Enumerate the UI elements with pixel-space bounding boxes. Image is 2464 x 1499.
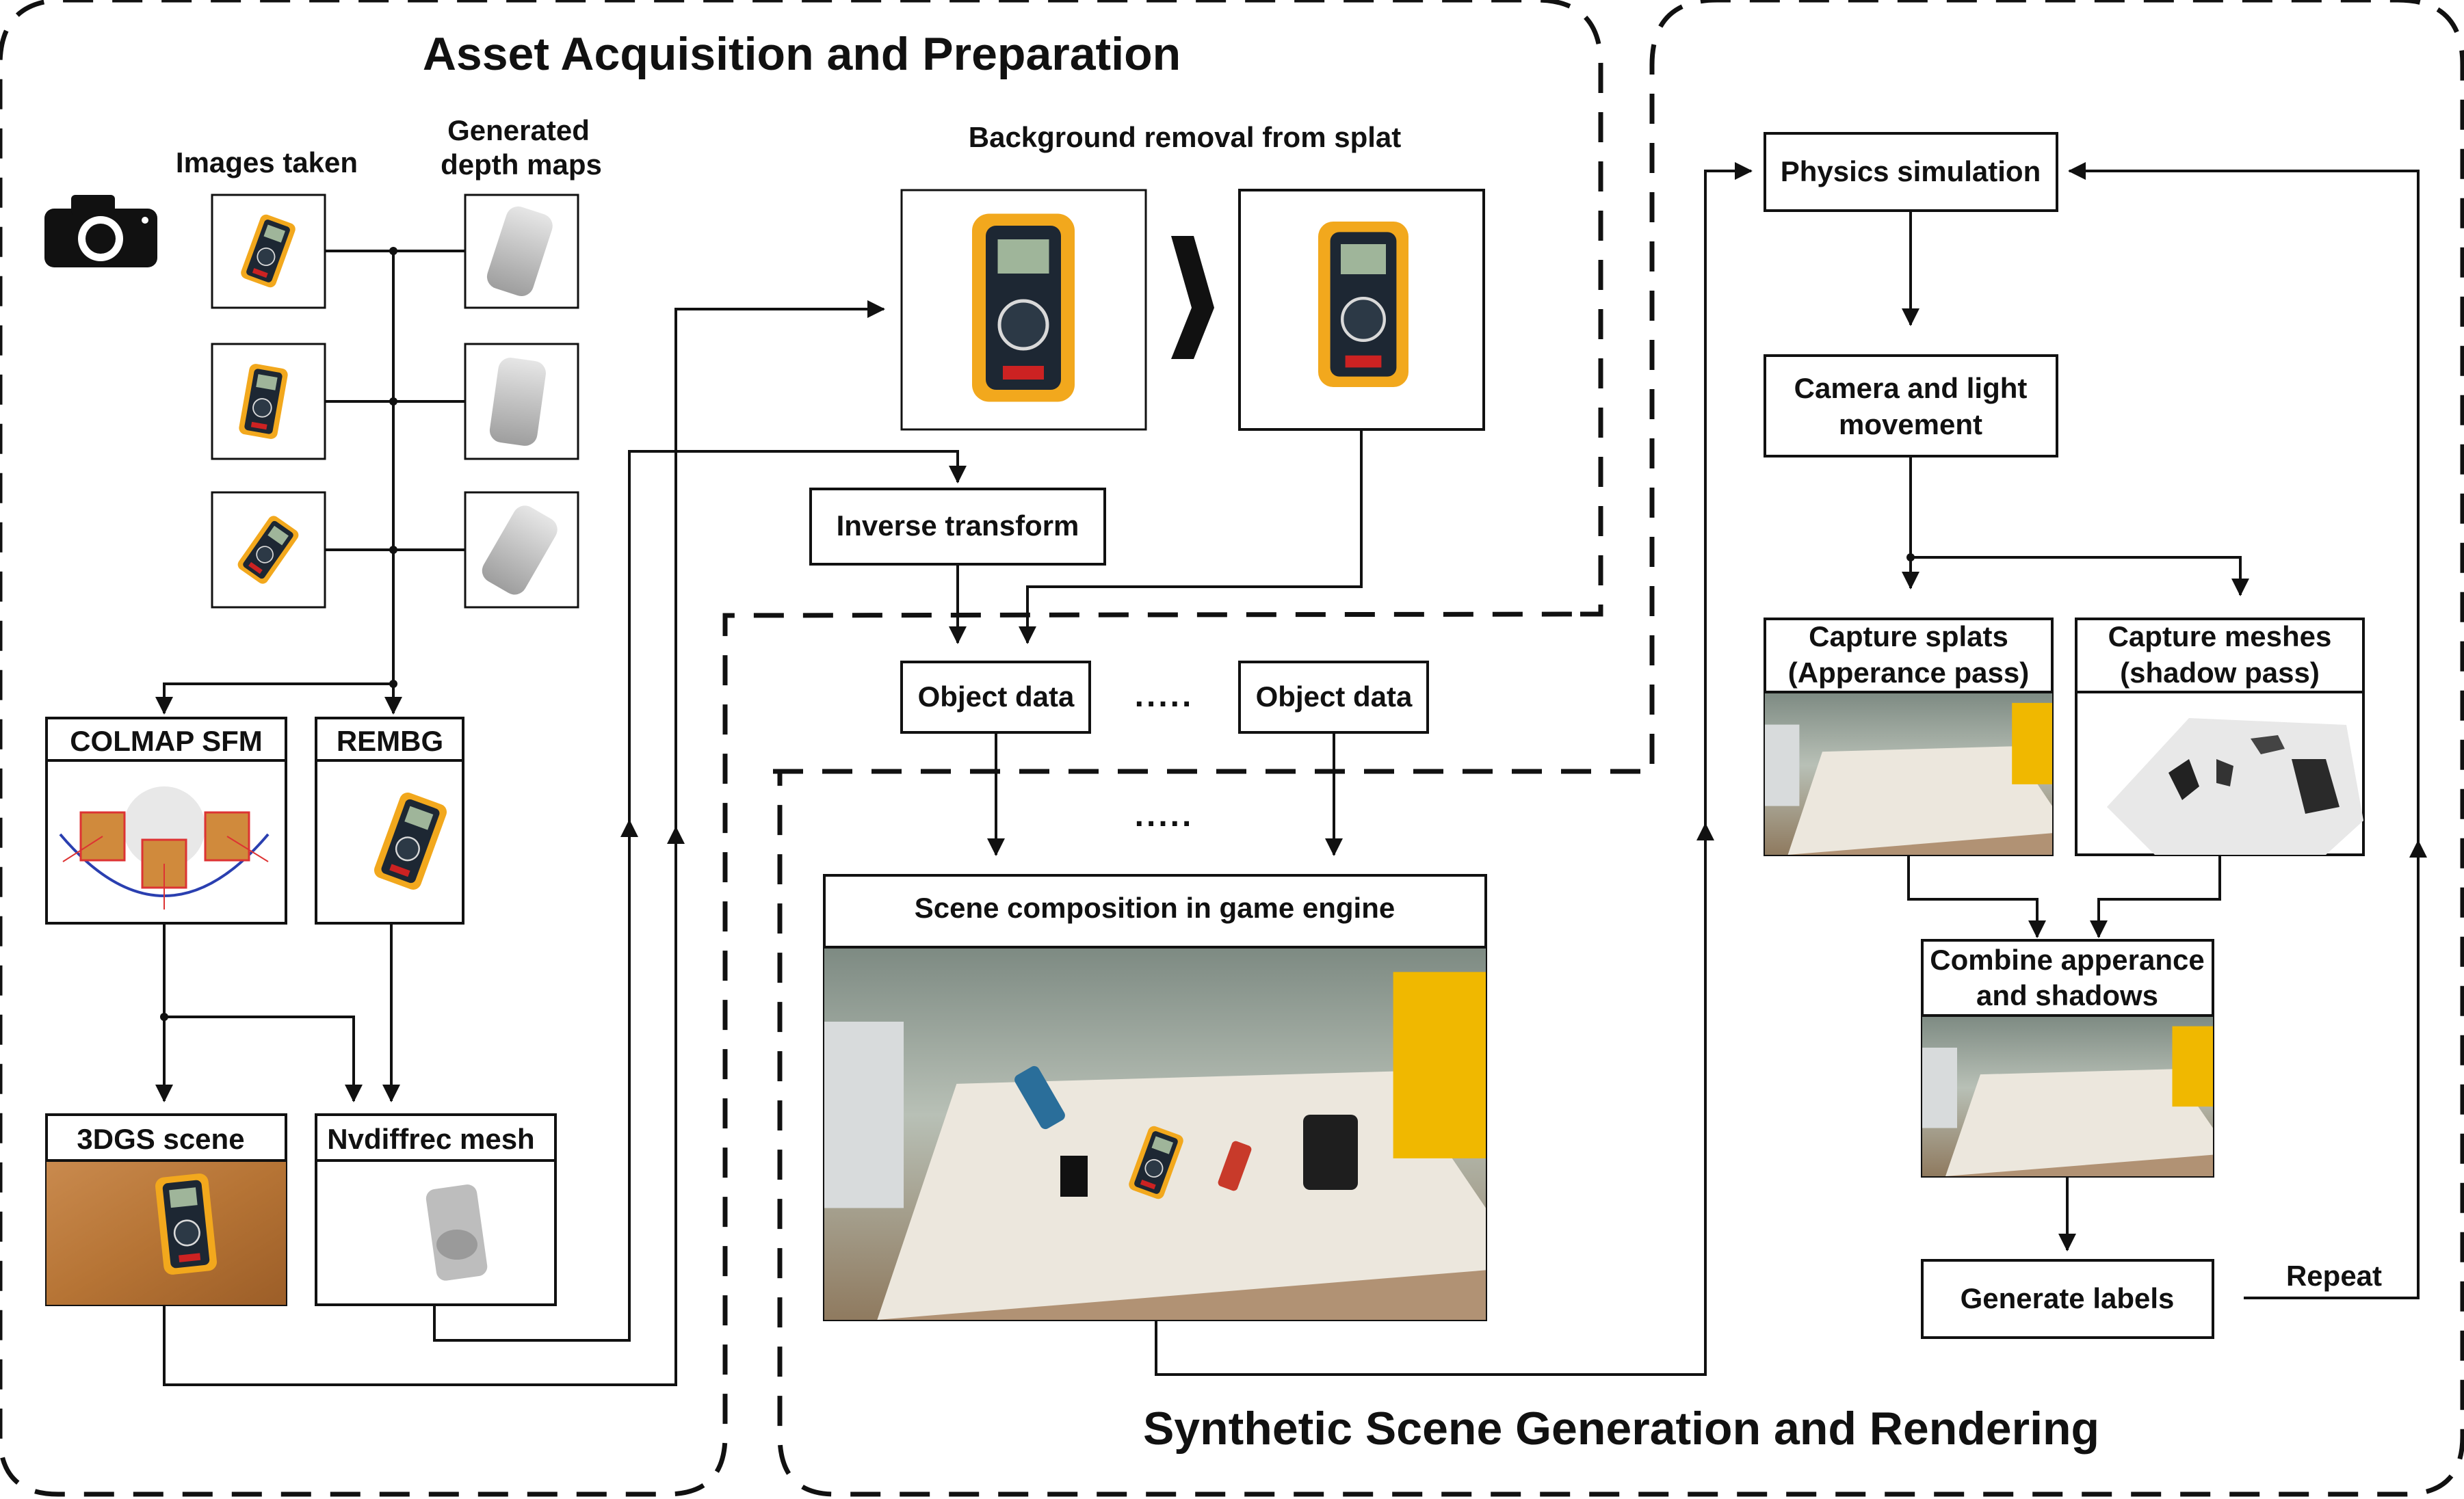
capture-meshes-label-line1: Capture meshes xyxy=(2108,620,2332,652)
object-data-box: Object data xyxy=(1238,661,1429,734)
ellipsis: ..... xyxy=(1135,678,1194,714)
camera-icon xyxy=(44,195,157,267)
asset-section-title: Asset Acquisition and Preparation xyxy=(423,28,1181,80)
rembg-box: REMBG xyxy=(315,717,464,925)
asset-connectors xyxy=(163,300,967,1386)
inverse-transform-box: Inverse transform xyxy=(809,488,1106,566)
splat-render-without-background xyxy=(1238,189,1485,431)
synthesis-section-border xyxy=(773,0,2464,1497)
scene-input-connectors xyxy=(987,732,1343,856)
object-data-label: Object data xyxy=(918,680,1075,713)
scene-composition-label: Scene composition in game engine xyxy=(915,892,1395,924)
scene-to-physics-connector xyxy=(1155,162,1753,1376)
capture-splats-box: Capture splats (Apperance pass) xyxy=(1764,618,2054,856)
combine-box: Combine apperance and shadows xyxy=(1921,939,2214,1178)
depth-map xyxy=(464,343,579,460)
capture-splats-label-line2: (Apperance pass) xyxy=(1788,656,2029,689)
depth-map xyxy=(464,194,579,309)
inverse-transform-label: Inverse transform xyxy=(837,509,1079,542)
capture-meshes-box: Capture meshes (shadow pass) xyxy=(2075,618,2365,856)
asset-section-border xyxy=(0,0,1603,1497)
process-arrow-icon xyxy=(1171,236,1214,359)
combine-label-line2: and shadows xyxy=(1976,979,2158,1011)
physics-simulation-box: Physics simulation xyxy=(1764,132,2058,212)
bg-removal-label: Background removal from splat xyxy=(969,121,1401,153)
camera-light-box: Camera and light movement xyxy=(1764,354,2058,457)
gs-scene-box: 3DGS scene xyxy=(45,1113,287,1306)
capture-meshes-label-line2: (shadow pass) xyxy=(2120,656,2320,689)
repeat-loop-connector xyxy=(2068,162,2427,1299)
capture-connectors xyxy=(1902,456,2249,596)
depth-map xyxy=(464,491,579,609)
physics-simulation-label: Physics simulation xyxy=(1781,155,2041,187)
ellipsis: ..... xyxy=(1135,797,1194,834)
object-data-connectors xyxy=(949,429,1363,644)
gs-scene-label: 3DGS scene xyxy=(77,1123,244,1155)
colmap-sfm-box: COLMAP SFM xyxy=(45,717,287,925)
camera-light-label-line1: Camera and light xyxy=(1794,372,2028,404)
depth-maps-label-line1: Generated xyxy=(447,114,590,146)
capture-splats-label-line1: Capture splats xyxy=(1809,620,2008,652)
object-data-box: Object data xyxy=(900,661,1091,734)
input-photo xyxy=(211,343,326,460)
object-data-label: Object data xyxy=(1256,680,1413,713)
repeat-label: Repeat xyxy=(2286,1260,2382,1292)
generate-labels-label: Generate labels xyxy=(1961,1282,2175,1314)
combine-label-line1: Combine apperance xyxy=(1930,944,2204,976)
combine-connectors xyxy=(1907,855,2221,938)
input-photo xyxy=(211,194,326,309)
colmap-label: COLMAP SFM xyxy=(70,725,263,757)
acquisition-connectors xyxy=(155,247,465,715)
sfm-connectors xyxy=(155,923,400,1102)
camera-light-label-line2: movement xyxy=(1839,408,1982,440)
nvdiffrec-mesh-box: Nvdiffrec mesh xyxy=(315,1113,557,1306)
splat-render-with-background xyxy=(900,189,1147,431)
synthesis-section-title: Synthetic Scene Generation and Rendering xyxy=(1143,1403,2099,1455)
input-photo xyxy=(211,491,326,609)
scene-composition-box: Scene composition in game engine xyxy=(823,874,1487,1321)
nvdiffrec-label: Nvdiffrec mesh xyxy=(327,1123,534,1155)
images-taken-label: Images taken xyxy=(176,146,358,178)
depth-maps-label-line2: depth maps xyxy=(441,148,602,181)
generate-labels-box: Generate labels xyxy=(1921,1259,2214,1339)
rembg-label: REMBG xyxy=(337,725,443,757)
